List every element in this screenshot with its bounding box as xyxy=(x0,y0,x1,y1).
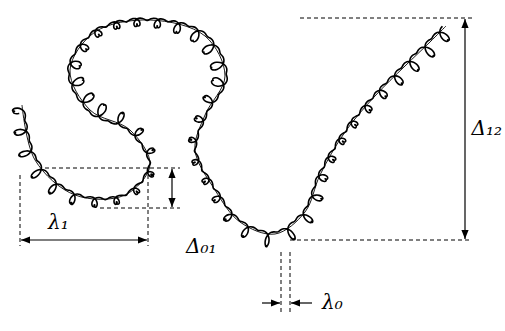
dashed-guides xyxy=(20,18,472,312)
dimension-label: λ₀ xyxy=(322,292,343,312)
wiggly-curve xyxy=(13,18,450,247)
dimension-label: Δ₁₂ xyxy=(472,118,502,138)
fractal-curve xyxy=(13,18,450,247)
dimension-label: Δ₀₁ xyxy=(186,236,216,256)
dimension-arrows xyxy=(21,19,465,303)
dimension-label: λ₁ xyxy=(48,212,69,232)
